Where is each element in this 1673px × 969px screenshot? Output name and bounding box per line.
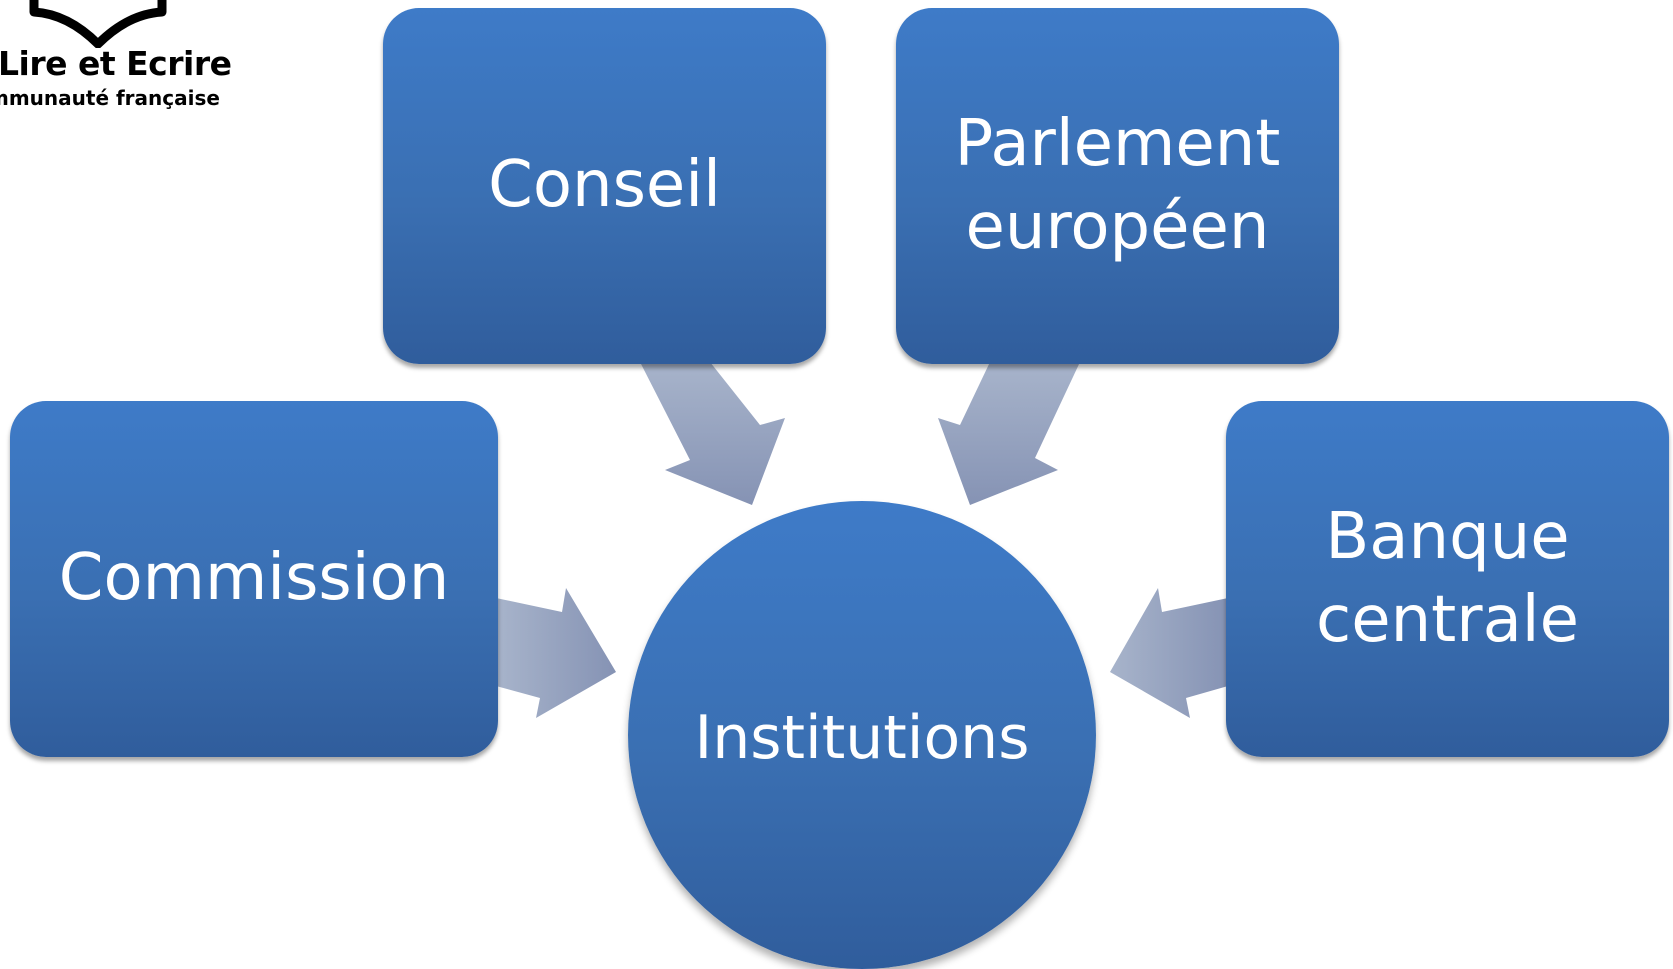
lire-et-ecrire-logo: Lire et Ecrire mmunauté française [0,0,258,122]
arrow-commission-to-institutions [496,588,616,718]
node-conseil: Conseil [383,8,826,364]
center-institutions: Institutions [628,501,1096,969]
node-banque-centrale: Banque centrale [1226,401,1669,757]
center-label: Institutions [694,703,1030,773]
node-conseil-label: Conseil [488,148,721,223]
node-commission-label: Commission [58,541,450,616]
arrow-parlement-to-institutions [938,362,1080,505]
node-commission: Commission [10,401,498,757]
logo-subtitle: mmunauté française [0,86,220,110]
logo-title: Lire et Ecrire [0,44,232,83]
arrow-banque-to-institutions [1110,588,1228,718]
node-parlement-label: Parlement européen [954,106,1281,264]
arrow-conseil-to-institutions [640,362,785,505]
open-book-icon [29,0,167,48]
node-parlement-europeen: Parlement européen [896,8,1339,364]
node-banque-label: Banque centrale [1316,499,1579,657]
